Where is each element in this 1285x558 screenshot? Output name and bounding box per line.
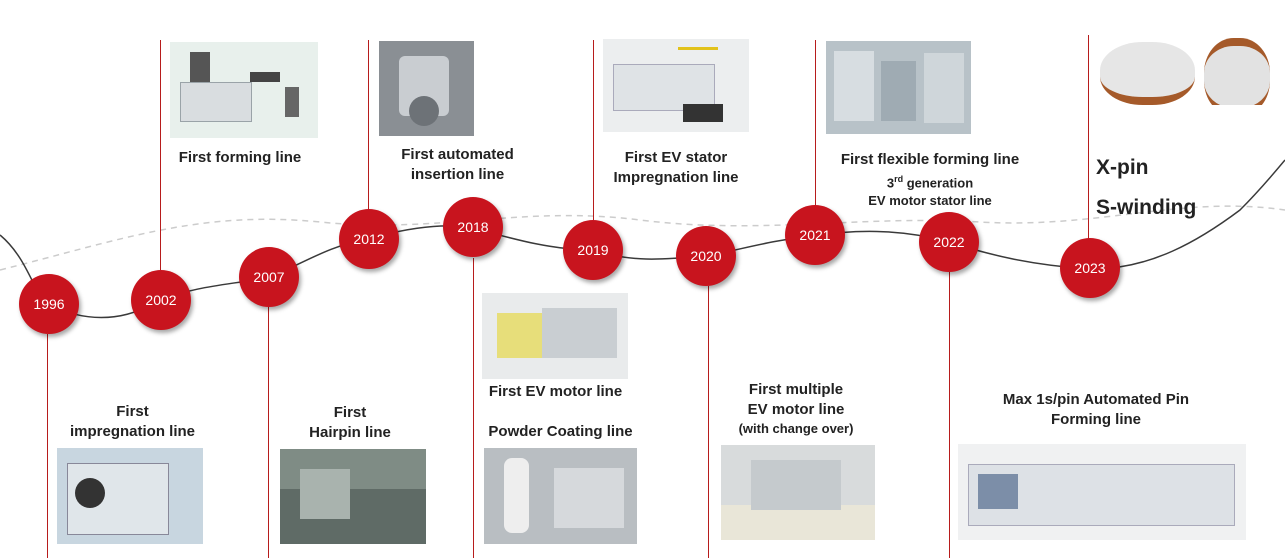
label-2018-ev-motor: First EV motor line	[488, 383, 623, 400]
connector-2018	[473, 258, 474, 558]
label-2021: First flexible forming line 3rd generati…	[840, 151, 1020, 209]
ev-motor-line-photo	[482, 293, 628, 379]
stator-impregnation-photo	[603, 39, 749, 132]
connector-2021	[815, 40, 816, 206]
label-2023-xpin: X-pin	[1096, 156, 1149, 179]
label-2018-powder: Powder Coating line	[488, 423, 633, 440]
connector-2022	[949, 272, 950, 558]
dashed-wave	[0, 205, 1285, 271]
year-dot-2002: 2002	[131, 270, 191, 330]
flexible-forming-photo	[826, 41, 971, 134]
year-dot-2019: 2019	[563, 220, 623, 280]
connector-2020	[708, 286, 709, 558]
connector-1996	[47, 334, 48, 558]
year-dot-2022: 2022	[919, 212, 979, 272]
year-dot-2021: 2021	[785, 205, 845, 265]
pin-forming-line-photo	[958, 444, 1246, 540]
connector-2019	[593, 40, 594, 220]
year-dot-2020: 2020	[676, 226, 736, 286]
label-2002: First forming line	[178, 149, 302, 166]
multiple-ev-line-photo	[721, 445, 875, 540]
year-dot-2007: 2007	[239, 247, 299, 307]
year-dot-2012: 2012	[339, 209, 399, 269]
connector-2012	[368, 40, 369, 210]
stator-product-photo	[1096, 30, 1276, 105]
powder-coating-photo	[484, 448, 637, 544]
forming-machine-photo	[170, 42, 318, 138]
label-2023-swinding: S-winding	[1096, 196, 1197, 219]
impregnation-machine-photo	[57, 448, 203, 544]
connector-2007	[268, 307, 269, 558]
connector-2002	[160, 40, 161, 270]
year-dot-2018: 2018	[443, 197, 503, 257]
connector-2023	[1088, 35, 1089, 239]
year-dot-1996: 1996	[19, 274, 79, 334]
hairpin-line-photo	[280, 449, 426, 544]
year-dot-2023: 2023	[1060, 238, 1120, 298]
insertion-machine-photo	[379, 41, 474, 136]
